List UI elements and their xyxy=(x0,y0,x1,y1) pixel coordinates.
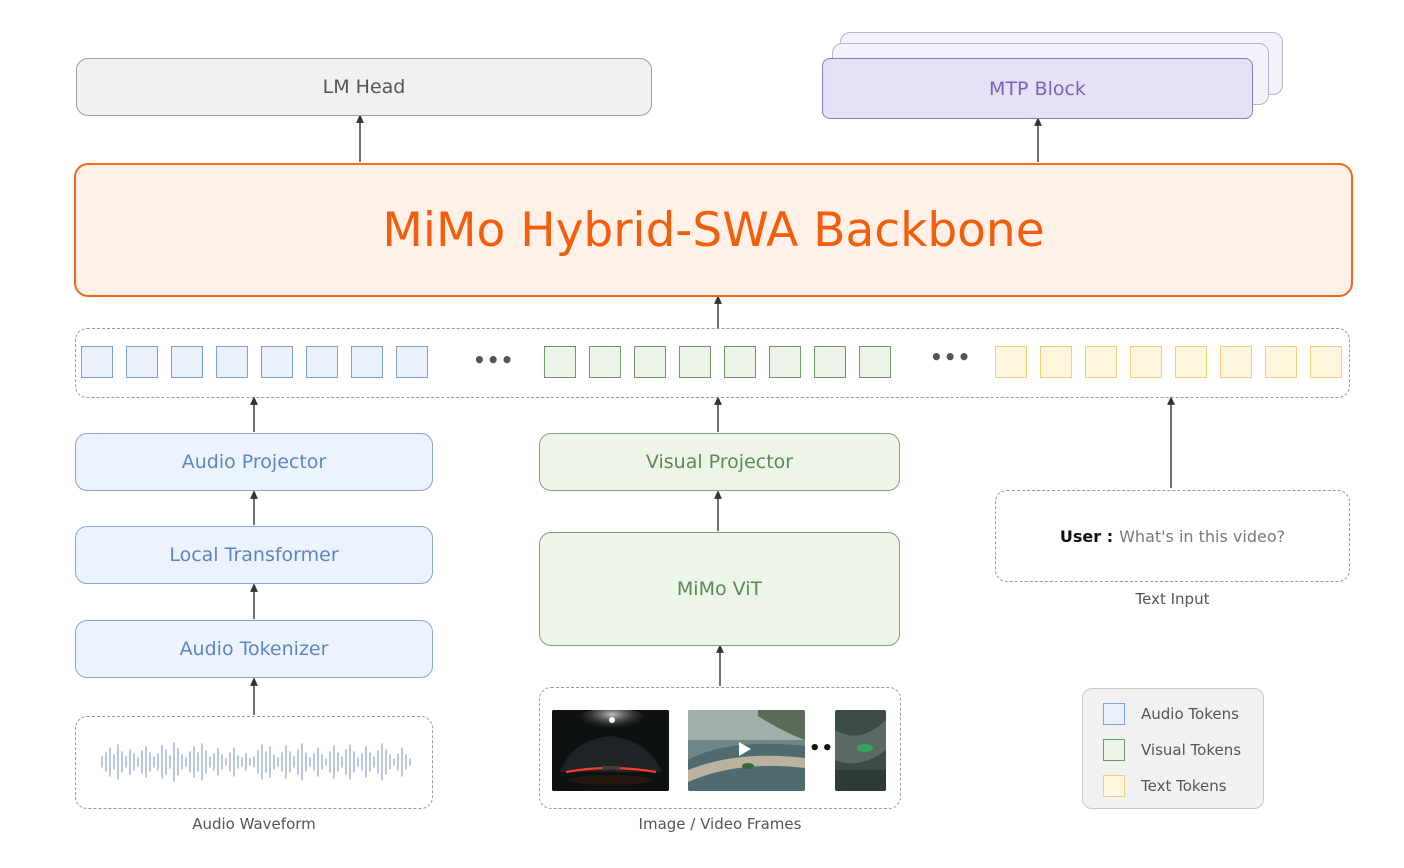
text-input-frame xyxy=(995,490,1350,582)
audio-token xyxy=(261,346,293,378)
visual-token xyxy=(859,346,891,378)
legend: Audio Tokens Visual Tokens Text Tokens xyxy=(1082,688,1264,809)
legend-swatch-audio xyxy=(1103,703,1125,725)
audio-token xyxy=(351,346,383,378)
text-token xyxy=(1040,346,1072,378)
legend-label-visual: Visual Tokens xyxy=(1141,741,1242,759)
backbone-block: MiMo Hybrid-SWA Backbone xyxy=(74,163,1353,297)
text-input-content: User : What's in this video? xyxy=(995,490,1350,582)
token-sequence xyxy=(75,328,1350,398)
visual-projector-block: Visual Projector xyxy=(539,433,900,491)
frames-caption: Image / Video Frames xyxy=(638,815,802,833)
text-token xyxy=(1310,346,1342,378)
backbone-title: MiMo Hybrid-SWA Backbone xyxy=(382,202,1045,258)
mtp-block-label: MTP Block xyxy=(989,77,1086,100)
text-token xyxy=(1265,346,1297,378)
legend-swatch-visual xyxy=(1103,739,1125,761)
waveform-icon xyxy=(101,742,411,782)
user-label: User : xyxy=(1059,526,1114,546)
audio-projector-block: Audio Projector xyxy=(75,433,433,491)
visual-token xyxy=(679,346,711,378)
visual-token xyxy=(544,346,576,378)
audio-token xyxy=(216,346,248,378)
visual-token xyxy=(589,346,621,378)
local-transformer-block: Local Transformer xyxy=(75,526,433,584)
audio-token xyxy=(81,346,113,378)
mimo-vit-block: MiMo ViT xyxy=(539,532,900,646)
lm-head-label: LM Head xyxy=(322,76,406,98)
token-ellipsis: ••• xyxy=(930,345,972,369)
audio-tokenizer-label: Audio Tokenizer xyxy=(179,638,329,660)
video-frames-frame xyxy=(539,687,901,809)
text-token xyxy=(1175,346,1207,378)
visual-token xyxy=(634,346,666,378)
token-ellipsis: ••• xyxy=(473,348,515,372)
video-frame-car-road xyxy=(835,710,886,791)
audio-projector-label: Audio Projector xyxy=(181,451,327,473)
legend-label-audio: Audio Tokens xyxy=(1141,705,1239,723)
text-token xyxy=(1130,346,1162,378)
video-frame-car-rear xyxy=(552,710,669,791)
local-transformer-label: Local Transformer xyxy=(169,544,339,566)
mtp-block: MTP Block xyxy=(822,58,1253,119)
text-token xyxy=(1220,346,1252,378)
legend-item-visual: Visual Tokens xyxy=(1103,739,1241,761)
text-input-caption: Text Input xyxy=(1135,590,1210,608)
audio-token xyxy=(126,346,158,378)
visual-projector-label: Visual Projector xyxy=(645,451,794,473)
audio-token xyxy=(306,346,338,378)
audio-tokenizer-block: Audio Tokenizer xyxy=(75,620,433,678)
visual-token xyxy=(724,346,756,378)
audio-waveform-frame xyxy=(75,716,433,809)
legend-label-text: Text Tokens xyxy=(1141,777,1227,795)
audio-token xyxy=(171,346,203,378)
legend-item-text: Text Tokens xyxy=(1103,775,1227,797)
play-icon[interactable] xyxy=(739,742,751,756)
user-message: What's in this video? xyxy=(1119,526,1286,546)
text-token xyxy=(995,346,1027,378)
text-token xyxy=(1085,346,1117,378)
audio-waveform-caption: Audio Waveform xyxy=(192,815,316,833)
visual-token xyxy=(814,346,846,378)
visual-token xyxy=(769,346,801,378)
legend-swatch-text xyxy=(1103,775,1125,797)
legend-item-audio: Audio Tokens xyxy=(1103,703,1239,725)
lm-head-block: LM Head xyxy=(76,58,652,116)
mimo-vit-label: MiMo ViT xyxy=(676,578,763,600)
audio-token xyxy=(396,346,428,378)
